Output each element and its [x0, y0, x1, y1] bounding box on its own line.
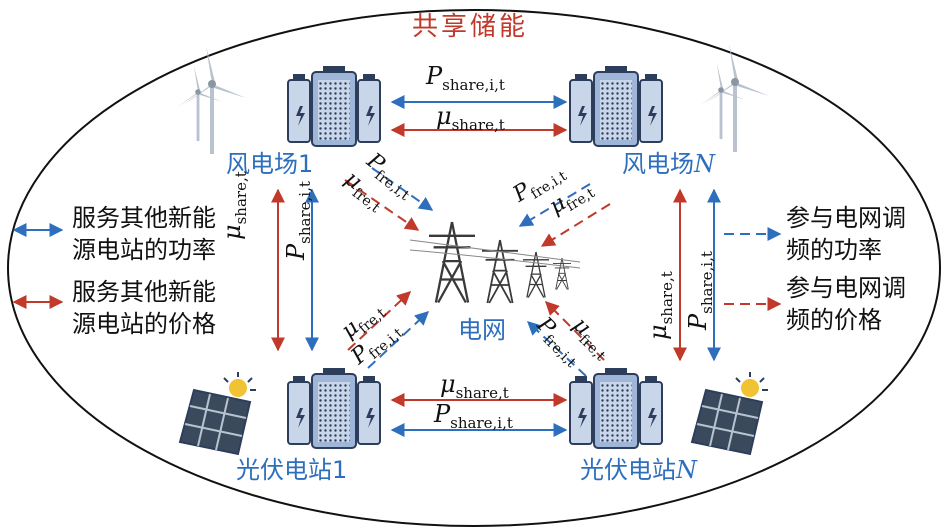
label-pv-station-N: 光伏电站N — [580, 458, 697, 482]
battery-storage-icon — [287, 367, 381, 449]
symbol-p: P — [684, 313, 712, 330]
battery-storage-icon — [569, 367, 663, 449]
subscript-share-i-t: share,i,t — [442, 75, 505, 94]
label-wind-farm-N-suffix: N — [694, 150, 715, 178]
label-wind-farm-1: 风电场1 — [226, 150, 314, 178]
arrow-fre-price-pvN — [545, 301, 605, 361]
legend-left-red-line1: 服务其他新能 — [72, 278, 216, 306]
subscript-share-i-t: share,i,t — [450, 413, 513, 432]
label-p-share-bottom: Pshare,i,t — [434, 402, 513, 431]
symbol-p: P — [426, 62, 443, 90]
symbol-mu: μ — [440, 370, 456, 398]
label-mu-share-top: μshare,t — [436, 104, 505, 133]
label-wind-farm-N-prefix: 风电场 — [622, 150, 694, 178]
label-grid: 电网 — [458, 316, 506, 344]
label-p-share-right: Pshare,i,t — [684, 251, 716, 330]
label-wind-farm-N: 风电场N — [622, 152, 715, 176]
arrow-fre-price-windN — [540, 203, 611, 247]
legend-right-red-line1: 参与电网调 — [786, 274, 906, 302]
subscript-share-t: share,t — [451, 115, 505, 134]
subscript-share-i-t: share,i,t — [295, 181, 314, 244]
symbol-p: P — [282, 243, 310, 260]
label-mu-share-left: μshare,t — [218, 171, 250, 240]
arrow-fre-power-pv1 — [367, 311, 430, 369]
battery-storage-icon — [569, 65, 663, 147]
arrow-fre-power-pvN — [526, 321, 587, 377]
label-mu-share-right: μshare,t — [644, 271, 676, 340]
outer-ellipse — [7, 9, 941, 527]
arrow-fre-power-wind1 — [371, 167, 434, 211]
legend-right-blue-line1: 参与电网调 — [786, 204, 906, 232]
subscript-share-t: share,t — [657, 271, 676, 325]
symbol-mu: μ — [644, 324, 672, 340]
label-pv-station-N-prefix: 光伏电站 — [580, 456, 676, 484]
transmission-tower-icon — [409, 220, 581, 304]
label-p-share-top: Pshare,i,t — [426, 64, 505, 93]
legend-left-blue-line1: 服务其他新能 — [72, 204, 216, 232]
symbol-mu: μ — [218, 224, 246, 240]
label-pv-station-N-suffix: N — [676, 456, 697, 484]
wind-turbine-icon — [700, 44, 769, 152]
label-p-share-left: Pshare,i,t — [282, 181, 314, 260]
arrow-fre-price-wind1 — [344, 179, 420, 231]
subscript-share-i-t: share,i,t — [697, 251, 716, 314]
solar-panel-icon — [691, 371, 769, 455]
arrow-fre-power-windN — [518, 183, 591, 227]
diagram-title: 共享储能 — [412, 12, 529, 42]
battery-storage-icon — [287, 65, 381, 147]
legend-right-red-line2: 频的价格 — [786, 306, 882, 334]
legend-right-blue-line2: 频的功率 — [786, 236, 882, 264]
subscript-share-t: share,t — [455, 383, 509, 402]
subscript-share-t: share,t — [231, 171, 250, 225]
label-pv-station-1: 光伏电站1 — [236, 456, 348, 484]
arrow-fre-price-pv1 — [347, 291, 412, 351]
symbol-p: P — [434, 400, 451, 428]
symbol-mu: μ — [436, 102, 452, 130]
solar-panel-icon — [179, 371, 257, 455]
legend-left-red-line2: 源电站的价格 — [72, 310, 216, 338]
label-mu-share-bottom: μshare,t — [440, 372, 509, 401]
legend-left-blue-line2: 源电站的功率 — [72, 236, 216, 264]
wind-turbine-icon — [177, 46, 246, 154]
